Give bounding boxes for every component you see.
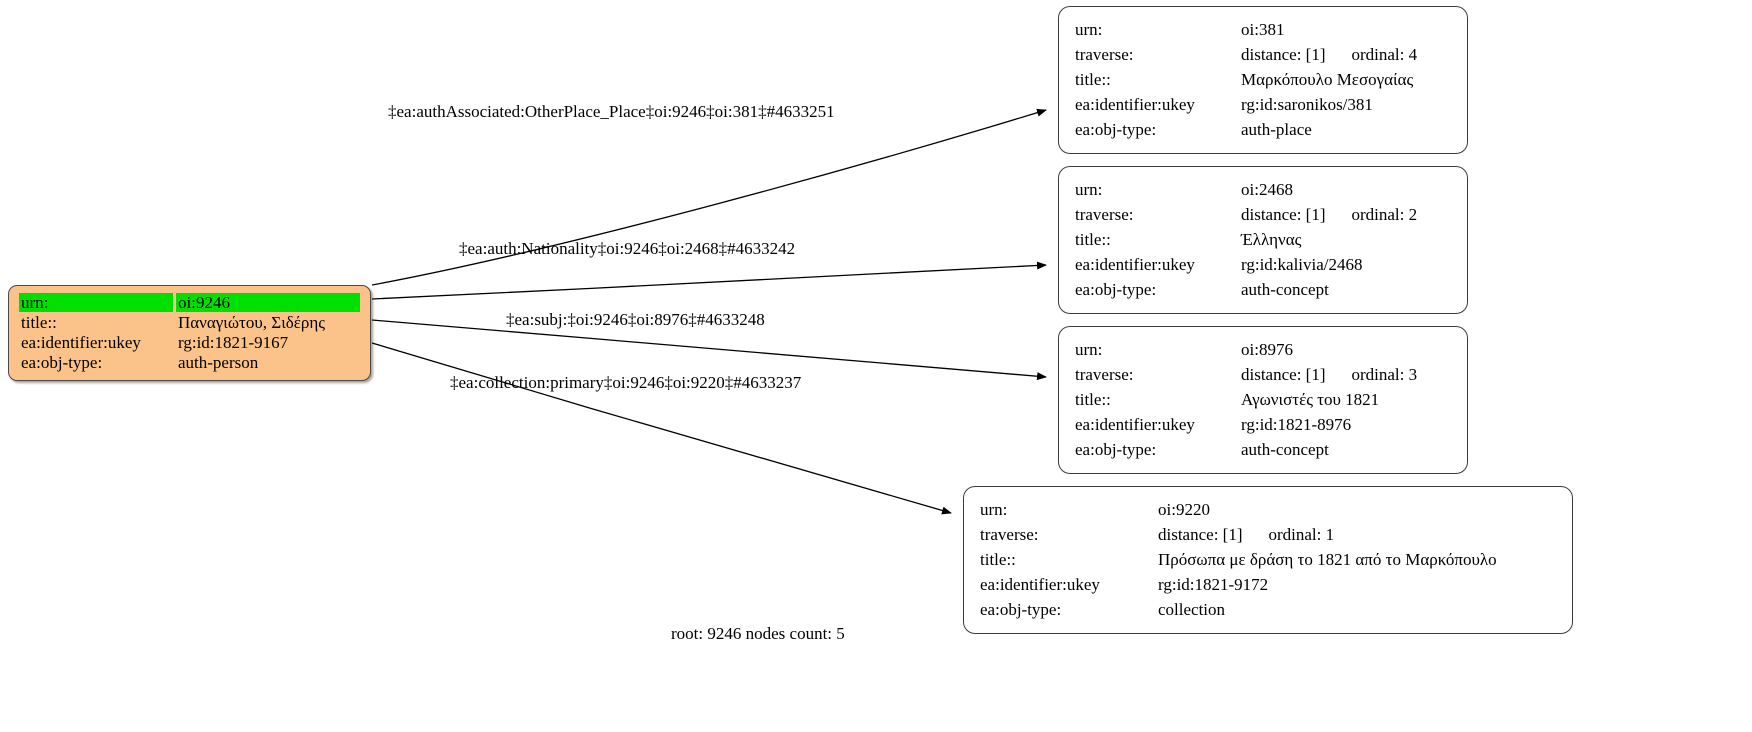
node-9220-row-urn: urn: oi:9220 [980, 497, 1497, 522]
node-9220-value-traverse: distance: [1] ordinal: 1 [1158, 522, 1497, 547]
node-2468-row-ukey: ea:identifier:ukey rg:id:kalivia/2468 [1075, 252, 1417, 277]
edge-label-subj: ‡ea:subj:‡oi:9246‡oi:8976‡#4633248 [506, 310, 765, 329]
node-2468-row-urn: urn: oi:2468 [1075, 177, 1417, 202]
node-8976-key-title: title:: [1075, 390, 1111, 409]
node-2468-value-traverse: distance: [1] ordinal: 2 [1241, 202, 1417, 227]
node-8976-row-title: title:: Αγωνιστές του 1821 [1075, 387, 1417, 412]
node-381-row-traverse: traverse: distance: [1] ordinal: 4 [1075, 42, 1417, 67]
root-key-urn: urn: [19, 293, 173, 313]
node-2468-key-traverse: traverse: [1075, 205, 1134, 224]
node-381-value-ukey: rg:id:saronikos/381 [1241, 95, 1373, 114]
root-row-ukey: ea:identifier:ukey rg:id:1821-9167 [19, 333, 360, 352]
node-9220[interactable]: urn: oi:9220 traverse: distance: [1] ordi… [963, 486, 1573, 634]
node-2468-row-objtype: ea:obj-type: auth-concept [1075, 277, 1417, 302]
root-row-urn: urn: oi:9246 [19, 293, 360, 313]
node-2468-value-urn: oi:2468 [1241, 180, 1293, 199]
node-8976-key-ukey: ea:identifier:ukey [1075, 415, 1195, 434]
node-8976-value-ukey: rg:id:1821-8976 [1241, 415, 1352, 434]
root-row-objtype: ea:obj-type: auth-person [19, 353, 360, 372]
root-node-9246[interactable]: urn: oi:9246 title:: Παναγιώτου, Σιδέρης… [8, 285, 371, 382]
node-381-value-traverse: distance: [1] ordinal: 4 [1241, 42, 1417, 67]
node-2468-key-ukey: ea:identifier:ukey [1075, 255, 1195, 274]
node-381-key-title: title:: [1075, 70, 1111, 89]
node-381-value-urn: oi:381 [1241, 20, 1285, 39]
node-2468-value-objtype: auth-concept [1241, 280, 1329, 299]
root-key-objtype: ea:obj-type: [21, 353, 103, 373]
node-8976-key-urn: urn: [1075, 340, 1103, 359]
node-2468-value-title: Έλληνας [1241, 230, 1302, 249]
node-8976-row-traverse: traverse: distance: [1] ordinal: 3 [1075, 362, 1417, 387]
node-9220-key-urn: urn: [980, 500, 1008, 519]
node-9220-row-objtype: ea:obj-type: collection [980, 597, 1497, 622]
node-8976-value-traverse: distance: [1] ordinal: 3 [1241, 362, 1417, 387]
node-8976-key-objtype: ea:obj-type: [1075, 440, 1157, 459]
node-8976-value-urn: oi:8976 [1241, 340, 1293, 359]
node-8976[interactable]: urn: oi:8976 traverse: distance: [1] ordi… [1058, 326, 1468, 474]
node-381[interactable]: urn: oi:381 traverse: distance: [1] ordin… [1058, 6, 1468, 154]
edge-9246-to-381 [371, 108, 1047, 286]
node-381-key-urn: urn: [1075, 20, 1103, 39]
root-node-table: urn: oi:9246 title:: Παναγιώτου, Σιδέρης… [16, 292, 363, 373]
node-9220-value-urn: oi:9220 [1158, 500, 1210, 519]
edge-label-authassociated-otherplace: ‡ea:authAssociated:OtherPlace_Place‡oi:9… [388, 102, 835, 121]
node-381-ordinal: ordinal: 4 [1351, 45, 1418, 64]
node-9220-distance: distance: [1] [1158, 525, 1243, 544]
node-9220-key-title: title:: [980, 550, 1016, 569]
node-381-key-objtype: ea:obj-type: [1075, 120, 1157, 139]
node-2468-row-title: title:: Έλληνας [1075, 227, 1417, 252]
root-key-title: title:: [21, 313, 57, 333]
node-2468-distance: distance: [1] [1241, 205, 1326, 224]
node-8976-table: urn: oi:8976 traverse: distance: [1] ordi… [1075, 337, 1417, 462]
node-2468-key-title: title:: [1075, 230, 1111, 249]
root-value-title: Παναγιώτου, Σιδέρης [178, 313, 326, 333]
node-2468-row-traverse: traverse: distance: [1] ordinal: 2 [1075, 202, 1417, 227]
root-row-title: title:: Παναγιώτου, Σιδέρης [19, 313, 360, 332]
node-9220-row-title: title:: Πρόσωπα με δράση το 1821 από το … [980, 547, 1497, 572]
node-2468-ordinal: ordinal: 2 [1351, 205, 1418, 224]
node-9220-value-title: Πρόσωπα με δράση το 1821 από το Μαρκόπου… [1158, 550, 1497, 569]
edge-label-auth-nationality: ‡ea:auth:Nationality‡oi:9246‡oi:2468‡#46… [459, 239, 796, 258]
node-381-key-ukey: ea:identifier:ukey [1075, 95, 1195, 114]
edge-9246-to-2468 [371, 261, 1047, 300]
root-key-ukey: ea:identifier:ukey [21, 333, 141, 353]
node-9220-key-ukey: ea:identifier:ukey [980, 575, 1100, 594]
node-8976-ordinal: ordinal: 3 [1351, 365, 1418, 384]
node-381-distance: distance: [1] [1241, 45, 1326, 64]
node-9220-key-objtype: ea:obj-type: [980, 600, 1062, 619]
node-8976-value-title: Αγωνιστές του 1821 [1241, 390, 1380, 409]
node-8976-value-objtype: auth-concept [1241, 440, 1329, 459]
node-381-row-title: title:: Μαρκόπουλο Μεσογαίας [1075, 67, 1417, 92]
edge-label-collection-primary: ‡ea:collection:primary‡oi:9246‡oi:9220‡#… [450, 373, 802, 392]
node-2468-value-ukey: rg:id:kalivia/2468 [1241, 255, 1363, 274]
graph-caption: root: 9246 nodes count: 5 [671, 624, 845, 643]
node-9220-row-traverse: traverse: distance: [1] ordinal: 1 [980, 522, 1497, 547]
root-value-ukey: rg:id:1821-9167 [178, 333, 289, 353]
node-2468-key-objtype: ea:obj-type: [1075, 280, 1157, 299]
node-9220-key-traverse: traverse: [980, 525, 1039, 544]
node-8976-distance: distance: [1] [1241, 365, 1326, 384]
node-9220-value-ukey: rg:id:1821-9172 [1158, 575, 1269, 594]
node-381-row-ukey: ea:identifier:ukey rg:id:saronikos/381 [1075, 92, 1417, 117]
node-8976-row-ukey: ea:identifier:ukey rg:id:1821-8976 [1075, 412, 1417, 437]
root-value-urn: oi:9246 [176, 293, 360, 313]
node-8976-row-urn: urn: oi:8976 [1075, 337, 1417, 362]
node-381-row-objtype: ea:obj-type: auth-place [1075, 117, 1417, 142]
node-9220-table: urn: oi:9220 traverse: distance: [1] ordi… [980, 497, 1497, 622]
node-8976-row-objtype: ea:obj-type: auth-concept [1075, 437, 1417, 462]
node-381-value-title: Μαρκόπουλο Μεσογαίας [1241, 70, 1414, 89]
node-9220-ordinal: ordinal: 1 [1268, 525, 1335, 544]
node-381-table: urn: oi:381 traverse: distance: [1] ordin… [1075, 17, 1417, 142]
root-value-objtype: auth-person [178, 353, 259, 373]
node-2468-table: urn: oi:2468 traverse: distance: [1] ordi… [1075, 177, 1417, 302]
node-381-row-urn: urn: oi:381 [1075, 17, 1417, 42]
edge-9246-to-9220 [371, 342, 952, 515]
node-2468[interactable]: urn: oi:2468 traverse: distance: [1] ordi… [1058, 166, 1468, 314]
node-2468-key-urn: urn: [1075, 180, 1103, 199]
node-9220-row-ukey: ea:identifier:ukey rg:id:1821-9172 [980, 572, 1497, 597]
node-8976-key-traverse: traverse: [1075, 365, 1134, 384]
node-381-key-traverse: traverse: [1075, 45, 1134, 64]
node-381-value-objtype: auth-place [1241, 120, 1312, 139]
node-9220-value-objtype: collection [1158, 600, 1226, 619]
